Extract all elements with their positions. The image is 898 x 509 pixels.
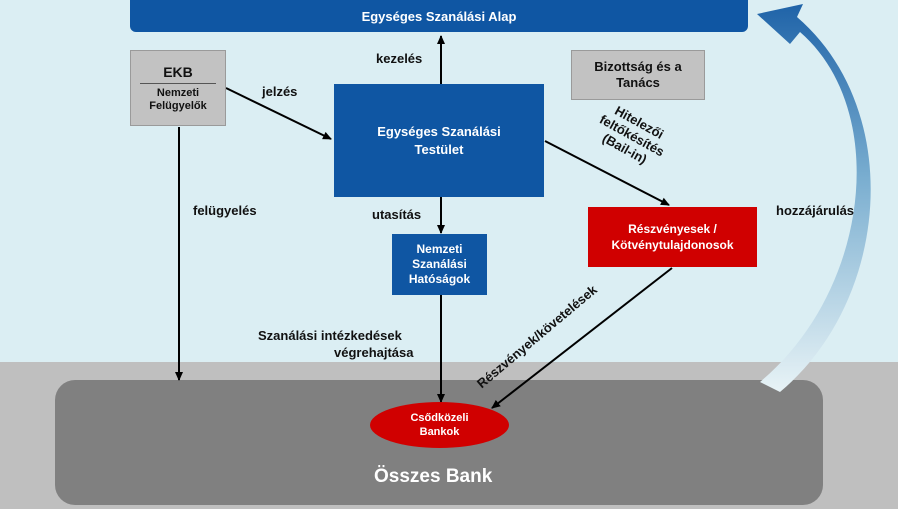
holders-box: Részvényesek / Kötvénytulajdonosok — [588, 207, 757, 267]
failing-banks-ellipse: Csődközeli Bankok — [370, 402, 509, 448]
label-jelzes: jelzés — [262, 84, 298, 99]
arrow-bailin — [544, 140, 670, 206]
all-banks-label: Összes Bank — [374, 466, 493, 487]
label-measures-2: végrehajtása — [334, 345, 414, 360]
nra-box: Nemzeti Szanálási Hatóságok — [392, 234, 487, 295]
holders-label: Részvényesek / Kötvénytulajdonosok — [611, 222, 734, 252]
label-measures-1: Szanálási intézkedések — [258, 328, 402, 343]
contribution-curve-arrow — [757, 4, 871, 392]
arrow-shares — [491, 267, 673, 409]
fund-box: Egységes Szanálási Alap — [130, 0, 748, 32]
label-utasitas: utasítás — [372, 207, 422, 222]
ecb-divider — [140, 82, 216, 84]
label-felugyeles: felügyelés — [193, 203, 257, 218]
ecb-subtitle: Nemzeti Felügyelők — [149, 86, 207, 112]
arrow-jelzes — [225, 87, 332, 140]
failing-banks-label: Csődközeli Bankok — [410, 412, 469, 438]
nra-label: Nemzeti Szanálási Hatóságok — [408, 242, 471, 286]
fund-label: Egységes Szanálási Alap — [361, 8, 517, 24]
commission-box: Bizottság és a Tanács — [571, 50, 705, 100]
label-hozzajarulas: hozzájárulás — [776, 203, 855, 218]
srb-box: Egységes Szanálási Testület — [334, 84, 544, 197]
label-kezeles: kezelés — [376, 51, 423, 66]
ecb-box: EKB Nemzeti Felügyelők — [130, 50, 226, 126]
ecb-title: EKB — [163, 63, 193, 80]
commission-label: Bizottság és a Tanács — [594, 59, 682, 90]
srb-label: Egységes Szanálási Testület — [377, 123, 501, 157]
